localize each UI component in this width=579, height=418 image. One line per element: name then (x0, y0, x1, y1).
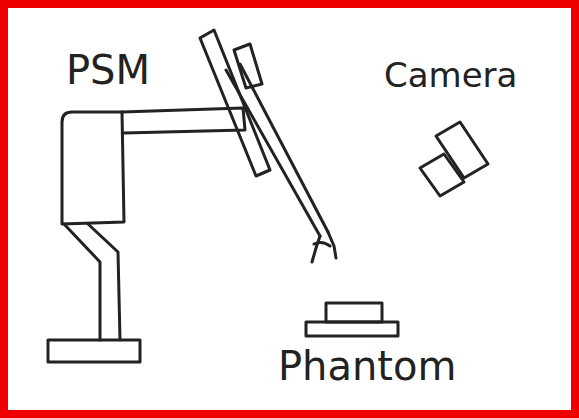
camera-icon (420, 122, 488, 196)
part-label: Camera (384, 58, 517, 92)
phantom-object (306, 303, 398, 336)
part-label: Phantom (278, 346, 456, 386)
frame-border (4, 4, 575, 414)
surgical-instrument (200, 30, 336, 262)
psm-robot (48, 108, 245, 362)
part-label: PSM (66, 50, 150, 90)
